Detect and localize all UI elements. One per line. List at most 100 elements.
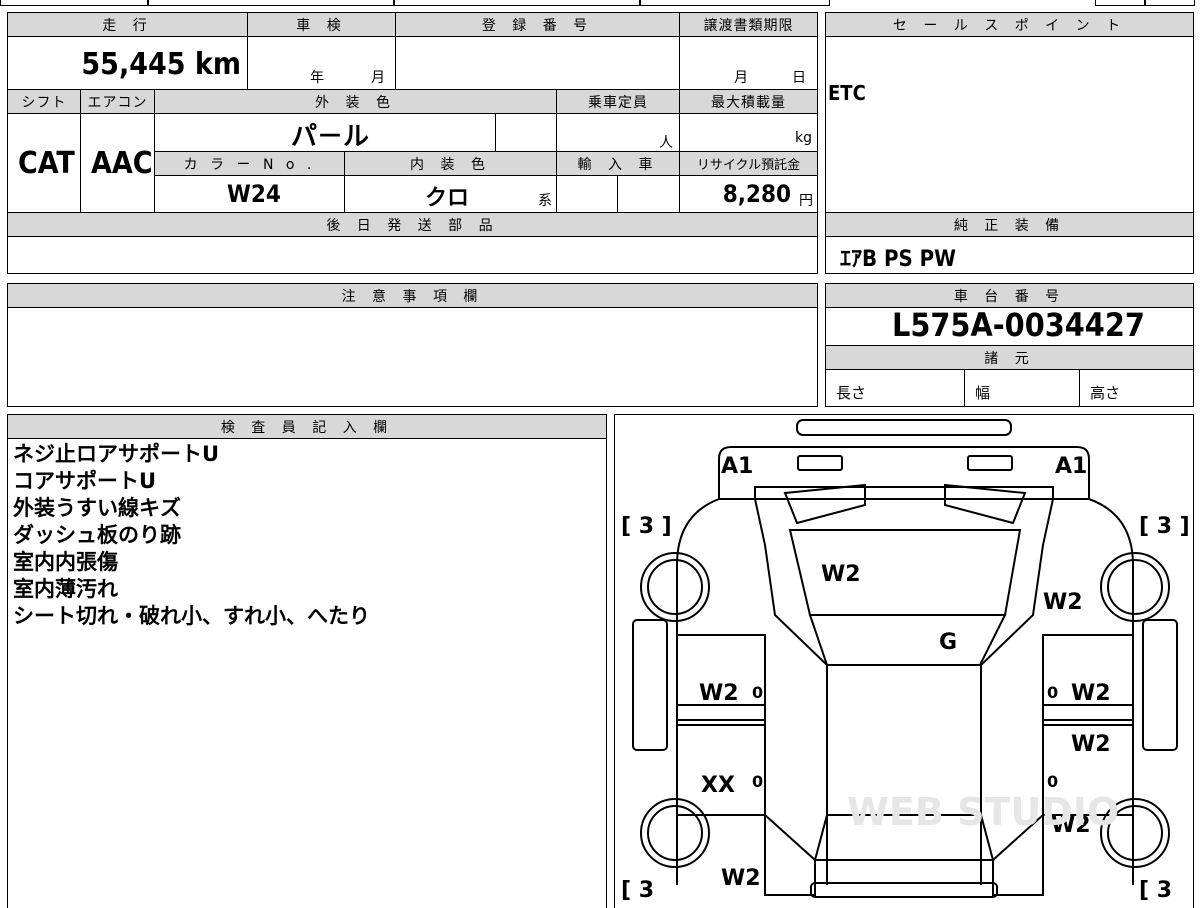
sales-point-value: ETC [828, 81, 866, 105]
capacity-cell: 人 [556, 113, 680, 152]
specs-header: 諸 元 [825, 345, 1194, 370]
transfer-deadline-header: 譲渡書類期限 [679, 12, 818, 37]
label-windshield: W2 [821, 562, 861, 587]
headlight-right [967, 455, 1013, 471]
recycle-value: 8,280 [722, 180, 791, 208]
body-right [1088, 498, 1134, 885]
rear-bumper [810, 882, 998, 898]
caution-body [7, 307, 818, 407]
door-front-left [676, 634, 766, 726]
quarter-left [764, 812, 816, 896]
shift-cell: CAT [7, 113, 81, 213]
inspector-notes: ネジ止ロアサポートU コアサポートU 外装うすい線キズ ダッシュ板のり跡 室内内… [13, 441, 370, 630]
roof [826, 664, 982, 816]
label-fender-right: W2 [1043, 590, 1083, 615]
label-tire-rr: [ 3 [1139, 878, 1172, 901]
transfer-month: 月 [734, 70, 748, 86]
spec-length: 長さ [825, 369, 965, 407]
chassis-body: L575A-0034427 [825, 306, 1194, 346]
pillar-left [632, 619, 668, 751]
interior-color-suffix: 系 [538, 193, 552, 209]
chassis-header: 車 台 番 号 [825, 283, 1194, 308]
spec-length-label: 長さ [836, 384, 867, 402]
note-line: 室内内張傷 [13, 550, 118, 574]
label-tire-rl: [ 3 [621, 878, 654, 901]
import-cell-a [556, 175, 618, 213]
recycle-cell: 8,280 円 [679, 175, 818, 213]
label-quarter-left: W2 [721, 866, 761, 891]
note-line: シート切れ・破れ小、すれ小、へたり [13, 604, 370, 628]
inspector-body: ネジ止ロアサポートU コアサポートU 外装うすい線キズ ダッシュ板のり跡 室内内… [7, 438, 607, 908]
exterior-color-header: 外 装 色 [154, 89, 557, 114]
spec-height-label: 高さ [1090, 384, 1121, 402]
spec-width-label: 幅 [975, 384, 991, 402]
color-no-header: カ ラ ー N o . [154, 151, 345, 176]
inspection-cell: 年 月 [247, 36, 396, 90]
label-door-fl-num: 0 [752, 683, 763, 702]
inspection-month: 月 [371, 70, 385, 86]
color-no-value: W24 [227, 180, 281, 208]
label-door-rr: W2 [1071, 732, 1111, 757]
exterior-color-value: パ－ル [291, 122, 370, 152]
mirror-right [944, 483, 1027, 525]
door-front-right [1042, 634, 1134, 726]
tire-rear-left [640, 798, 710, 868]
body-left [676, 498, 720, 885]
note-line: 室内薄汚れ [13, 577, 118, 601]
label-a1-left: A1 [721, 454, 753, 479]
caution-header: 注 意 事 項 欄 [7, 283, 818, 308]
interior-color-header: 内 装 色 [344, 151, 557, 176]
tire-front-left [640, 552, 710, 622]
label-a1-right: A1 [1055, 454, 1087, 479]
mirror-left [783, 483, 866, 525]
interior-color-cell: クロ 系 [344, 175, 557, 213]
car-diagram: A1 A1 [ 3 ] [ 3 ] [ 3 [ 3 W2 W2 G W2 0 W… [621, 419, 1190, 901]
mileage-value: 55,445 km [81, 47, 241, 82]
front-panel [718, 446, 1090, 500]
note-line: 外装うすい線キズ [13, 496, 181, 520]
quarter-right [992, 812, 1044, 896]
chassis-number: L575A-0034427 [892, 306, 1145, 344]
label-quarter-right: W2 [1051, 813, 1091, 838]
watermark: WEB STUDIO [847, 790, 1119, 834]
roof-front [808, 614, 1007, 666]
sales-point-body: ETC [825, 36, 1194, 213]
exterior-color-extra [495, 113, 557, 152]
label-door-fr: W2 [1071, 681, 1111, 706]
sales-point-header: セ ー ル ス ポ イ ン ト [825, 12, 1194, 37]
note-line: ダッシュ板のり跡 [13, 523, 181, 547]
door-rear-right [1042, 724, 1134, 816]
label-door-fr-num: 0 [1047, 683, 1058, 702]
mileage-header: 走 行 [7, 12, 248, 37]
label-tire-fl: [ 3 ] [621, 514, 672, 539]
label-roof: G [939, 630, 957, 655]
rear-glass [813, 814, 995, 861]
label-door-rr-num: 0 [1047, 772, 1058, 791]
transfer-day: 日 [792, 70, 806, 86]
label-door-rl-num: 0 [752, 772, 763, 791]
shift-value: CAT [18, 146, 75, 181]
tire-rear-right [1100, 798, 1170, 868]
door-rear-left [676, 724, 766, 816]
spec-height: 高さ [1079, 369, 1194, 407]
label-door-fl: W2 [699, 681, 739, 706]
aircon-header: エアコン [80, 89, 155, 114]
later-parts-body [7, 236, 818, 274]
headlight-left [797, 455, 843, 471]
label-tire-fr: [ 3 ] [1139, 514, 1190, 539]
registration-cell [395, 36, 680, 90]
capacity-header: 乗車定員 [556, 89, 680, 114]
front-bumper [796, 419, 1012, 436]
pillar-right [1142, 619, 1178, 751]
recycle-unit: 円 [799, 193, 813, 209]
max-load-unit: kg [795, 130, 812, 146]
exterior-color-cell: パ－ル [154, 113, 496, 152]
equipment-value: ｴｱB PS PW [840, 247, 956, 272]
import-cell-b [617, 175, 680, 213]
shift-header: シフト [7, 89, 81, 114]
interior-color-value: クロ [425, 186, 470, 211]
color-no-cell: W24 [154, 175, 345, 213]
inspection-year: 年 [310, 70, 324, 86]
note-line: ネジ止ロアサポートU [13, 442, 220, 466]
inspector-header: 検 査 員 記 入 欄 [7, 414, 607, 439]
